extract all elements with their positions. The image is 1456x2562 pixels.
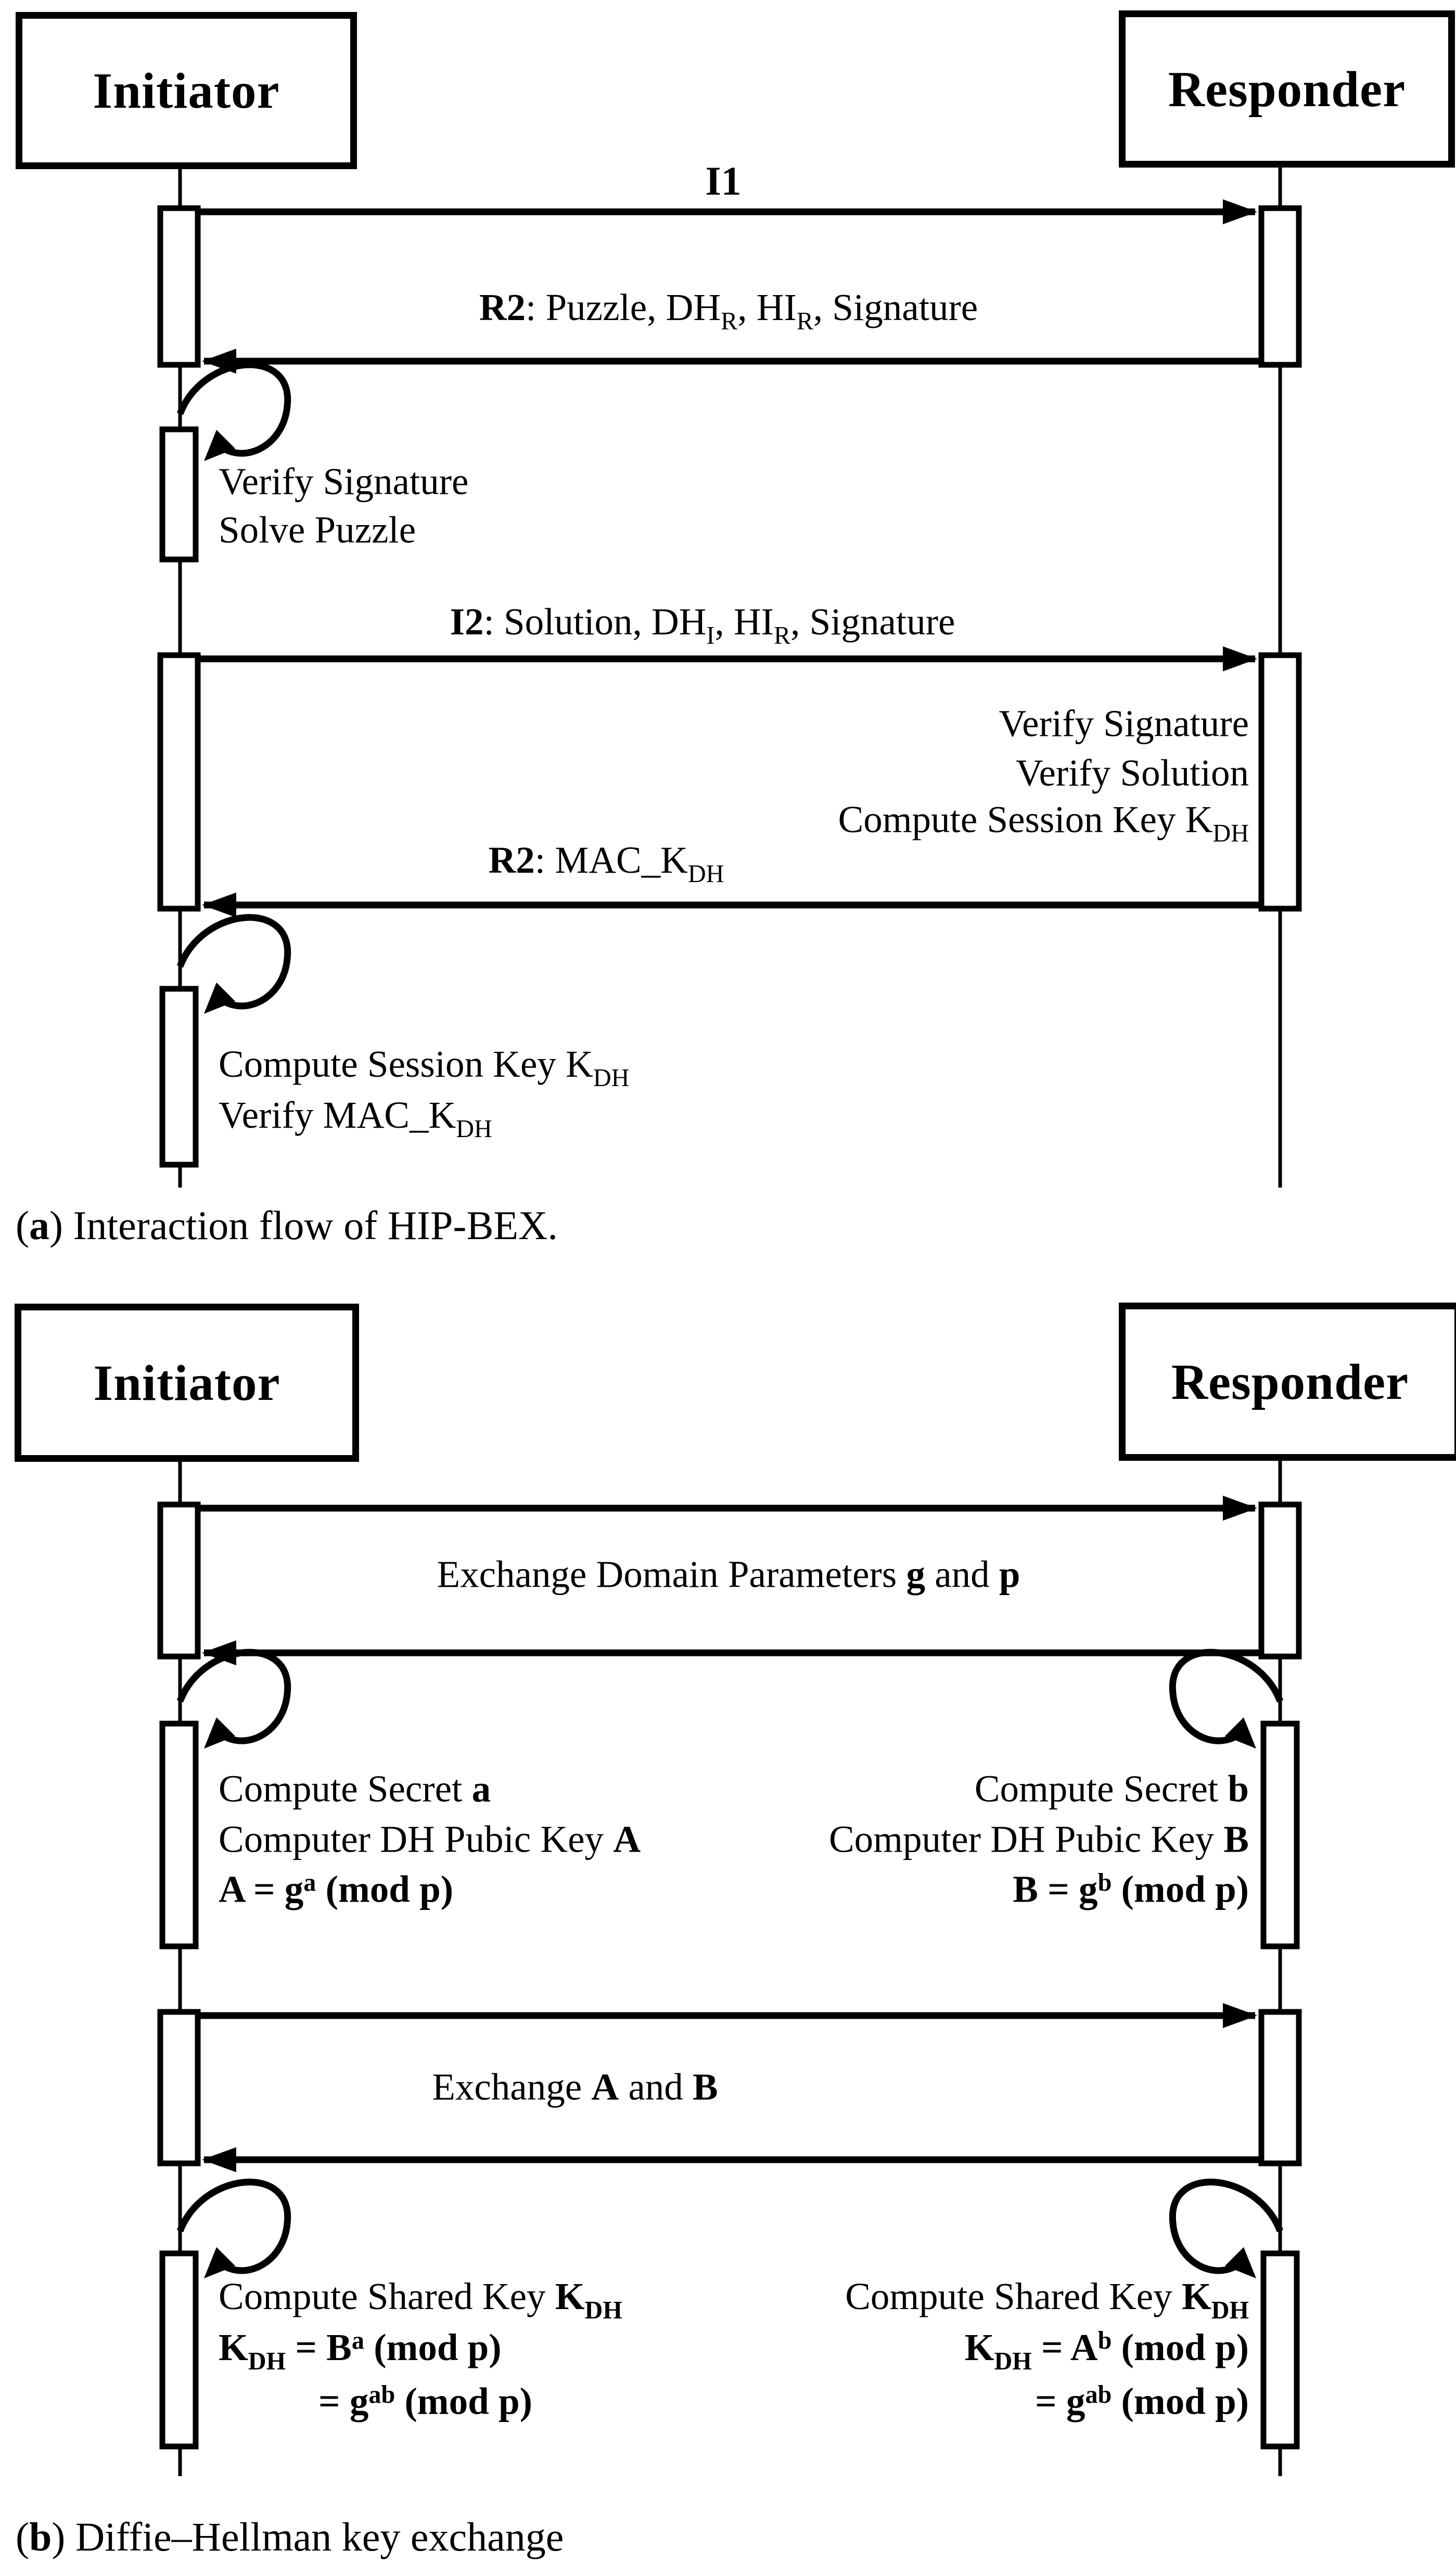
action-compute-session-key-initiator-a: Compute Session Key KDH — [219, 1042, 630, 1092]
self-loop-initiator-b1 — [176, 1649, 291, 1749]
action-verify-mac-a: Verify MAC_KDH — [219, 1093, 492, 1143]
actor-label-responder-b: Responder — [1171, 1354, 1409, 1410]
self-loop-responder-b1 — [1169, 1649, 1284, 1749]
actor-box-initiator-a: Initiator — [16, 12, 357, 169]
formula-a-equals: A = ga (mod p) — [219, 1868, 454, 1910]
action-compute-session-key-responder-a: Compute Session Key KDH — [838, 798, 1249, 848]
self-loop-initiator-a1 — [176, 361, 291, 461]
actor-label-initiator-b: Initiator — [93, 1355, 280, 1411]
activation-bar-initiator-b2 — [159, 1720, 199, 1949]
formula-gab-right: = gab (mod p) — [1035, 2380, 1249, 2423]
action-verify-solution-a: Verify Solution — [1015, 751, 1249, 794]
activation-bar-responder-b4 — [1260, 2250, 1300, 2450]
action-verify-signature-a: Verify Signature — [219, 460, 469, 503]
action-solve-puzzle-a: Solve Puzzle — [219, 508, 416, 551]
activation-bar-responder-b3 — [1258, 2009, 1302, 2166]
activation-bar-responder-b2 — [1260, 1720, 1300, 1949]
activation-bar-responder-a1 — [1258, 205, 1302, 368]
action-compute-secret-a: Compute Secret a — [219, 1767, 491, 1810]
message-label-exchange-ab: Exchange A and B — [432, 2066, 718, 2108]
activation-bar-initiator-a3 — [157, 652, 201, 912]
actor-box-responder-a: Responder — [1119, 10, 1455, 168]
message-label-exchange-params: Exchange Domain Parameters g and p — [437, 1553, 1020, 1596]
message-label-i2: I2: Solution, DHI, HIR, Signature — [450, 600, 955, 650]
formula-kdh-ba: KDH = Ba (mod p) — [219, 2326, 502, 2376]
activation-bar-initiator-b4 — [159, 2250, 199, 2450]
activation-bar-initiator-a4 — [159, 986, 199, 1168]
formula-gab-left: = gab (mod p) — [318, 2380, 532, 2423]
action-compute-shared-key-initiator: Compute Shared Key KDH — [219, 2275, 622, 2325]
activation-bar-responder-b1 — [1258, 1501, 1302, 1660]
formula-b-equals: B = gb (mod p) — [1013, 1868, 1249, 1910]
caption-b: (b) Diffie–Hellman key exchange — [16, 2514, 564, 2559]
actor-label-responder-a: Responder — [1168, 61, 1406, 117]
activation-bar-initiator-a2 — [159, 426, 199, 563]
caption-a: (a) Interaction flow of HIP-BEX. — [16, 1203, 558, 1248]
message-label-r2-puzzle: R2: Puzzle, DHR, HIR, Signature — [479, 286, 978, 336]
activation-bar-initiator-a1 — [157, 205, 201, 368]
self-loop-responder-b2 — [1169, 2178, 1284, 2278]
formula-kdh-ab: KDH = Ab (mod p) — [964, 2326, 1249, 2376]
action-compute-secret-b: Compute Secret b — [974, 1767, 1249, 1810]
self-loop-initiator-b2 — [176, 2178, 291, 2278]
actor-label-initiator-a: Initiator — [93, 62, 280, 119]
message-label-i1: I1 — [705, 158, 742, 203]
activation-bar-initiator-b1 — [157, 1501, 201, 1660]
actor-box-initiator-b: Initiator — [15, 1304, 359, 1462]
activation-bar-initiator-b3 — [157, 2009, 201, 2166]
message-label-r2-mac: R2: MAC_KDH — [488, 838, 724, 888]
action-compute-shared-key-responder: Compute Shared Key KDH — [845, 2275, 1249, 2325]
action-verify-signature-responder-a: Verify Signature — [999, 702, 1249, 745]
action-compute-dh-key-b: Computer DH Pubic Key B — [828, 1818, 1249, 1860]
action-compute-dh-key-a: Computer DH Pubic Key A — [219, 1818, 641, 1860]
actor-box-responder-b: Responder — [1119, 1303, 1456, 1461]
activation-bar-responder-a2 — [1258, 652, 1302, 912]
self-loop-initiator-a2 — [176, 914, 291, 1014]
